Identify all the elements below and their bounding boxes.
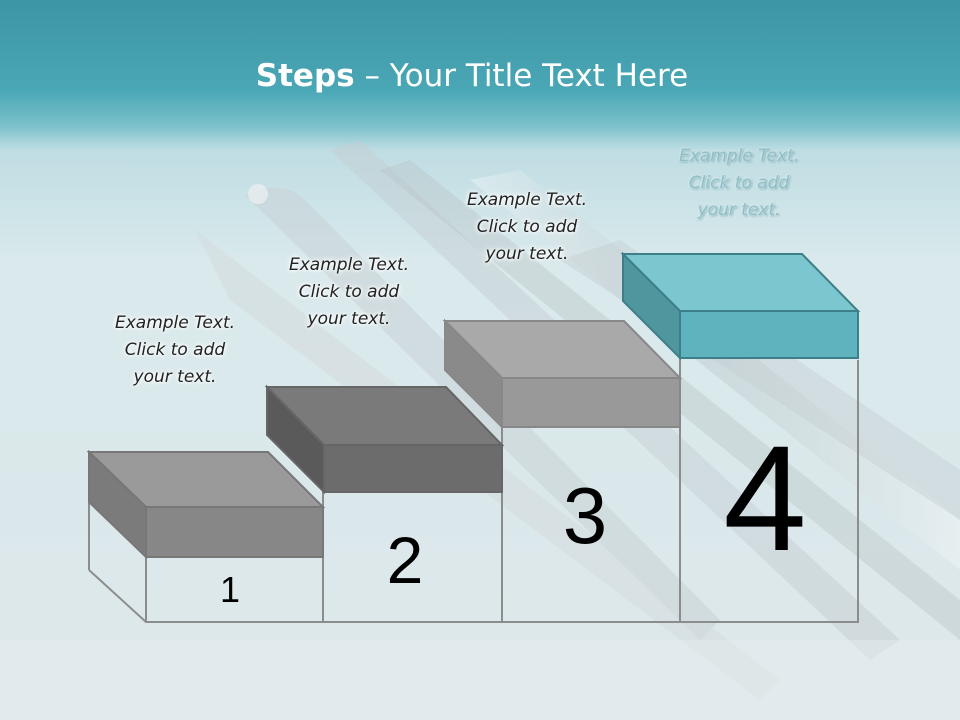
step-2-line-3: your text. bbox=[307, 309, 391, 329]
step-3-block[interactable] bbox=[442, 318, 683, 430]
step-4-number: 4 bbox=[723, 414, 807, 582]
step-4-block[interactable] bbox=[620, 251, 861, 361]
step-4-line-2: Click to add bbox=[688, 173, 790, 193]
step-2-block[interactable] bbox=[264, 384, 505, 495]
step-1-label[interactable]: Example Text. Click to add your text. bbox=[75, 310, 275, 391]
step-2-number: 2 bbox=[386, 523, 424, 597]
step-2-label[interactable]: Example Text. Click to add your text. bbox=[249, 252, 449, 333]
step-1-number: 1 bbox=[219, 569, 241, 610]
step-1-line-1: Example Text. bbox=[114, 313, 236, 333]
step-3-line-3: your text. bbox=[485, 244, 569, 264]
step-1-line-2: Click to add bbox=[124, 340, 226, 360]
step-3-line-1: Example Text. bbox=[466, 190, 588, 210]
step-1-line-3: your text. bbox=[133, 367, 217, 387]
step-4-label[interactable]: Example Text. Click to add your text. bbox=[639, 143, 839, 224]
slide-title[interactable]: Steps – Your Title Text Here bbox=[0, 55, 944, 97]
step-2-line-2: Click to add bbox=[298, 282, 400, 302]
step-3-label[interactable]: Example Text. Click to add your text. bbox=[427, 187, 627, 268]
step-4-line-3: your text. bbox=[697, 200, 781, 220]
step-2-line-1: Example Text. bbox=[288, 255, 410, 275]
step-3-line-2: Click to add bbox=[476, 217, 578, 237]
title-rest: – Your Title Text Here bbox=[354, 58, 689, 94]
title-bold: Steps bbox=[255, 58, 355, 94]
step-1-block[interactable] bbox=[86, 449, 326, 560]
step-4-line-1: Example Text. bbox=[678, 146, 800, 166]
step-3-number: 3 bbox=[562, 471, 608, 560]
